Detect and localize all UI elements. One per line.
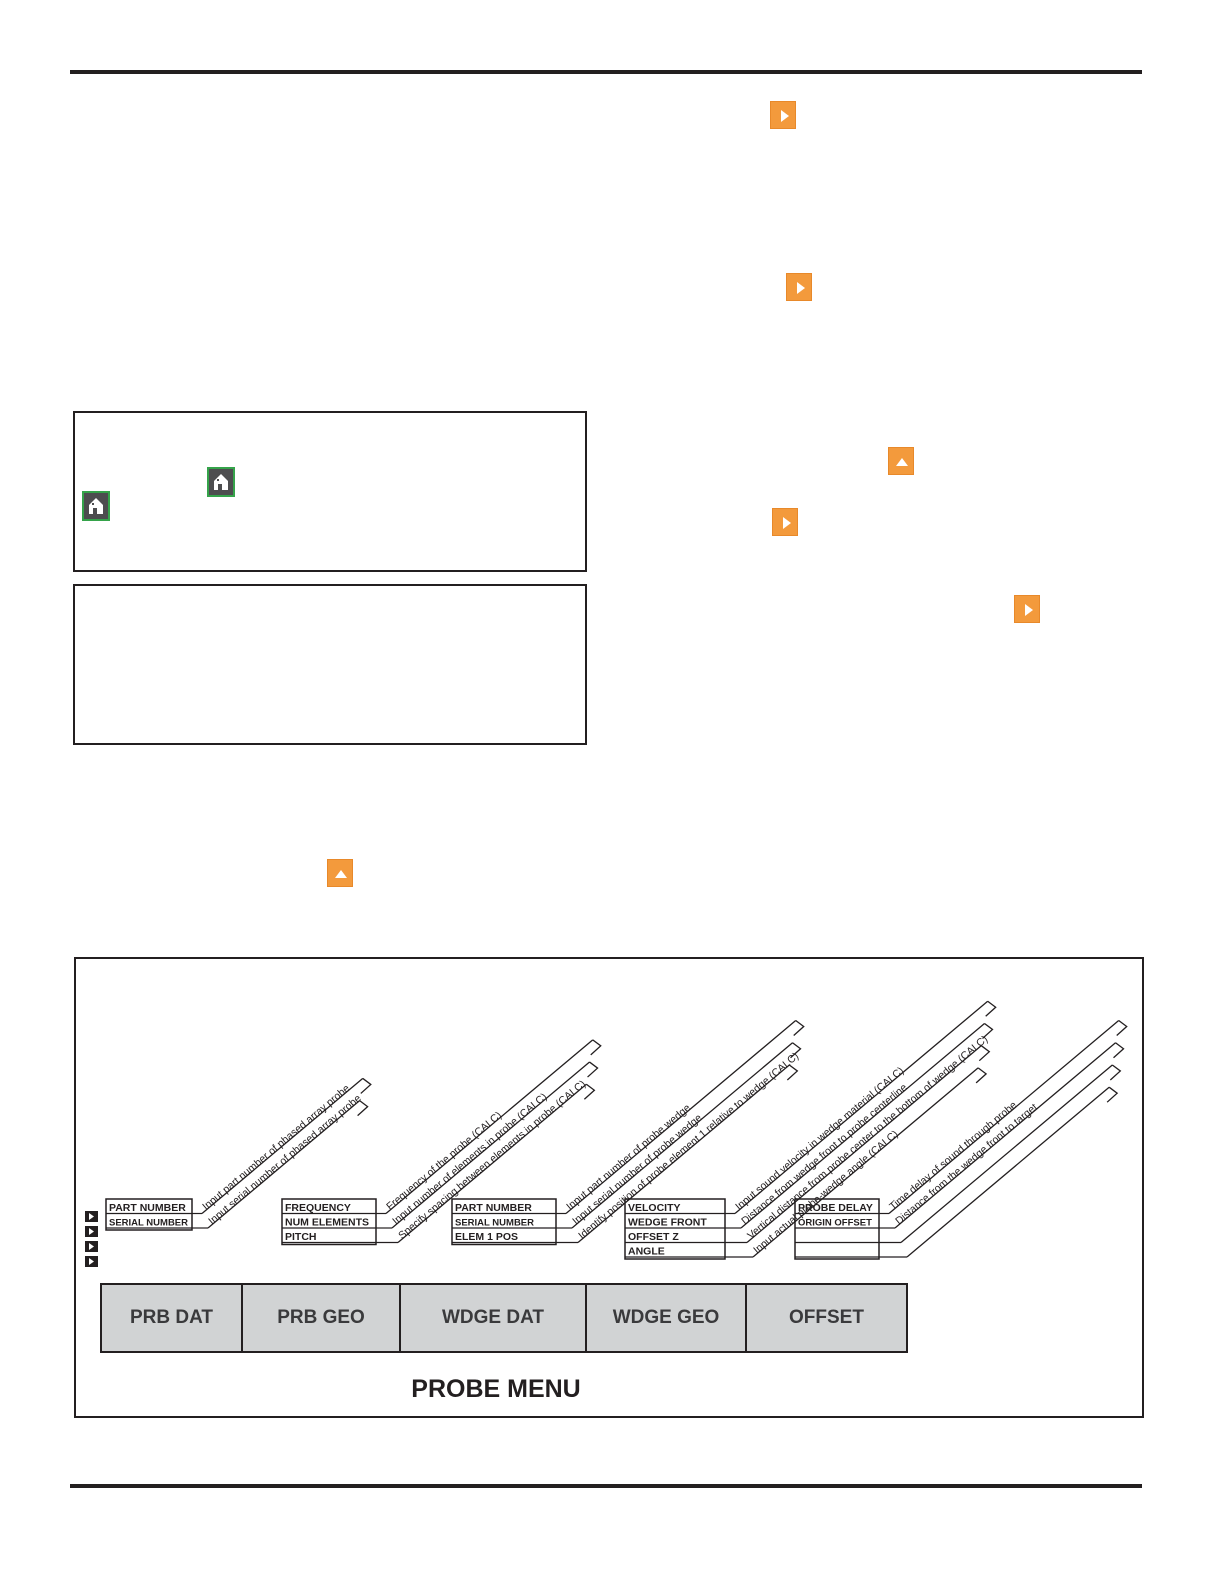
home-icon [82,491,110,521]
right-arrow-icon [85,1211,98,1222]
right-arrow-icon [85,1256,98,1267]
menu-item-label: ORIGIN OFFSET [798,1218,872,1229]
wdge-geo-key[interactable]: WDGE GEO [587,1285,747,1351]
menu-group-box [105,1198,193,1231]
menu-item-description: Input part number of phased array probe [200,1082,352,1213]
ribbon-edge [752,1067,979,1258]
ribbon-edge [201,1077,364,1214]
note-box [73,584,587,745]
right-arrow-icon [770,101,796,129]
probe-menu-figure: PART NUMBER Input part number of phased a… [74,957,1144,1418]
menu-group-box [624,1198,726,1260]
ribbon-cap [978,1045,991,1062]
right-arrow-icon [1014,595,1040,623]
right-arrow-icon [772,508,798,536]
menu-item-label: FREQUENCY [285,1202,351,1214]
probe-menu-bar: PRB DAT PRB GEO WDGE DAT WDGE GEO OFFSET [100,1283,908,1353]
ribbon-edge [571,1042,793,1229]
ribbon-cap [1106,1086,1119,1103]
right-arrow-icon [786,273,812,301]
menu-item-label: VELOCITY [628,1202,681,1214]
menu-group-box [281,1198,377,1246]
menu-item-description: Time delay of sound through probe [887,1099,1019,1213]
ribbon-cap [786,1064,799,1081]
ribbon-edge [207,1100,361,1229]
note-box [73,411,587,572]
up-arrow-icon [888,447,914,475]
figure-caption: PROBE MENU [411,1375,581,1403]
ribbon-edge [734,1000,989,1214]
ribbon-edge [740,1022,985,1229]
ribbon-edge [746,1045,982,1243]
ribbon-cap [793,1020,805,1037]
prb-geo-key[interactable]: PRB GEO [243,1285,401,1351]
up-arrow-icon [327,859,353,887]
home-icon [207,467,235,497]
menu-item-label: PITCH [285,1231,317,1243]
ribbon-cap [975,1067,988,1084]
menu-group-box [451,1198,557,1246]
menu-group-box [794,1198,880,1260]
ribbon-cap [1113,1042,1125,1059]
prb-dat-key[interactable]: PRB DAT [102,1285,243,1351]
ribbon-cap [1109,1064,1122,1081]
menu-item-label: WEDGE FRONT [628,1217,707,1229]
bottom-rule [70,1484,1142,1488]
right-arrow-icon [85,1226,98,1237]
ribbon-cap [357,1100,369,1117]
menu-item-label: PROBE DELAY [798,1202,873,1214]
ribbon-cap [583,1083,596,1100]
arrow-key-column [85,1211,99,1271]
ribbon-edge [577,1064,790,1243]
ribbon-edge [894,1042,1116,1229]
menu-item-label: PART NUMBER [109,1202,186,1214]
ribbon-edge [385,1039,594,1214]
ribbon-cap [790,1042,802,1059]
ribbon-edge [900,1064,1113,1243]
ribbon-cap [590,1039,602,1056]
ribbon-edge [888,1020,1120,1214]
wdge-dat-key[interactable]: WDGE DAT [401,1285,587,1351]
menu-item-label: PART NUMBER [455,1202,532,1214]
menu-item-label: ELEM 1 POS [455,1231,518,1243]
ribbon-cap [587,1061,599,1078]
ribbon-cap [360,1077,372,1094]
top-rule [70,70,1142,74]
ribbon-edge [906,1086,1110,1258]
right-arrow-icon [85,1241,98,1252]
menu-item-label: ANGLE [628,1246,665,1258]
ribbon-cap [985,1000,997,1017]
menu-tree-diagram: PART NUMBER Input part number of phased a… [105,1000,1128,1260]
menu-item-label: NUM ELEMENTS [285,1217,369,1229]
menu-item-label: SERIAL NUMBER [455,1218,534,1229]
ribbon-edge [565,1020,797,1214]
menu-item-label: OFFSET Z [628,1231,679,1243]
menu-item-label: SERIAL NUMBER [109,1218,188,1229]
offset-key[interactable]: OFFSET [789,1307,864,1328]
ribbon-edge [397,1083,587,1243]
ribbon-edge [391,1061,590,1229]
ribbon-cap [1116,1020,1128,1037]
ribbon-cap [982,1022,994,1039]
